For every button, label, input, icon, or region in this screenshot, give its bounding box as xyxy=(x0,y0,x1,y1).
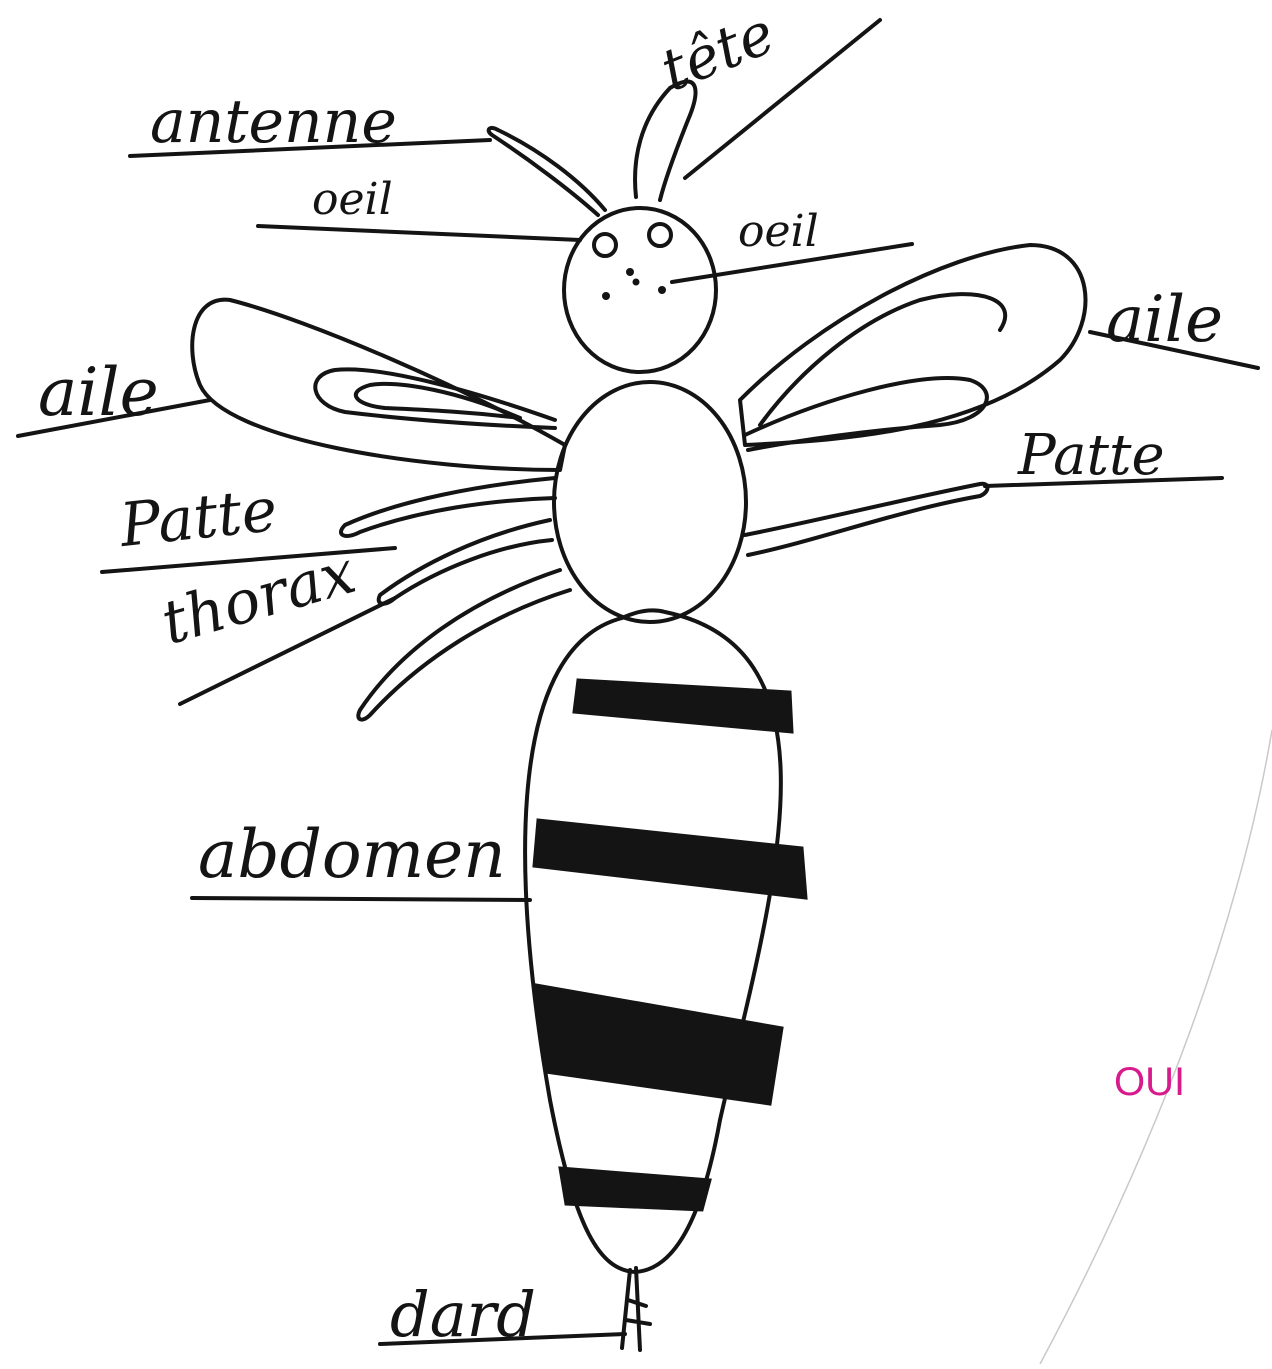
right-wing-inner xyxy=(760,294,1005,425)
abdomen-stripe-1 xyxy=(574,680,792,732)
right-wing-lower xyxy=(745,378,987,450)
left-leg-back xyxy=(358,570,570,720)
eye-left xyxy=(594,234,616,256)
left-antenna xyxy=(489,128,605,215)
abdomen-leader xyxy=(192,898,530,900)
label-oeil-left: oeil xyxy=(312,178,393,222)
label-oeil-right: oeil xyxy=(738,210,819,254)
label-patte-left: Patte xyxy=(117,480,280,556)
head xyxy=(564,208,716,372)
label-antenne: antenne xyxy=(150,92,397,152)
label-aile-right: aile xyxy=(1106,288,1223,352)
abdomen-stripe-3 xyxy=(536,985,782,1104)
right-leg-front xyxy=(745,484,988,555)
eye-right xyxy=(649,224,671,246)
label-patte-right: Patte xyxy=(1018,428,1165,484)
label-abdomen: abdomen xyxy=(198,822,506,888)
paper-crease xyxy=(1040,730,1272,1364)
left-leg-mid xyxy=(379,520,552,604)
thorax xyxy=(554,382,746,622)
oeil-left-leader xyxy=(258,226,580,240)
abdomen-stripe-4 xyxy=(560,1168,710,1210)
label-dard: dard xyxy=(390,1284,536,1346)
verdict-text: OUI xyxy=(1114,1062,1185,1102)
label-aile-left: aile xyxy=(38,360,159,426)
stinger xyxy=(622,1268,650,1350)
abdomen-stripe-2 xyxy=(534,820,806,898)
